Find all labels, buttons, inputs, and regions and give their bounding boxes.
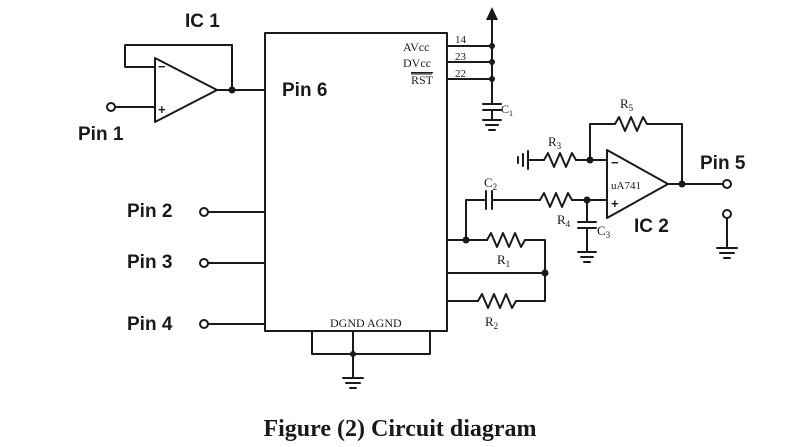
r1-zigzag: [486, 232, 526, 248]
ic2-output-junction: [678, 180, 686, 188]
supply-pin-labels: AVcc DVcc RST 14 23 22: [403, 34, 467, 87]
ground-terminal[interactable]: [722, 209, 732, 219]
c2-label: C2: [484, 175, 497, 192]
ic1-feedback: [124, 44, 233, 91]
main-chip-body: [264, 32, 448, 332]
pin1-terminal[interactable]: [106, 102, 116, 112]
c1-label: C1: [501, 102, 513, 118]
r3-label: R3: [548, 134, 562, 151]
figure-caption: Figure (2) Circuit diagram: [263, 416, 536, 442]
pin4-terminal[interactable]: [199, 319, 209, 329]
dvcc-label: DVcc: [403, 56, 431, 70]
wire-r5-right: [646, 123, 683, 185]
pin22-number: 22: [455, 68, 466, 80]
junction-r1-r2: [541, 269, 549, 277]
ground-icon-r3: [517, 150, 529, 170]
ground-icon-main: [342, 377, 364, 389]
ground-junction: [350, 351, 356, 357]
ic2-minus-sign: −: [611, 155, 619, 170]
ic1-output-junction: [228, 86, 236, 94]
pin2-label: Pin 2: [127, 201, 172, 222]
r3-zigzag: [543, 152, 577, 168]
ic1-minus-sign: −: [158, 59, 166, 74]
wire-c2-left: [465, 199, 487, 241]
pin1-label: Pin 1: [78, 124, 124, 145]
pin14-number: 14: [455, 34, 467, 46]
r5-zigzag: [614, 116, 648, 132]
ground-icon-c1: [482, 119, 502, 131]
avcc-label: AVcc: [403, 40, 429, 54]
ground-pins-label: DGND AGND: [330, 316, 402, 330]
dgnd-agnd-bus: [311, 330, 431, 355]
ic2-plus-sign: +: [611, 196, 619, 211]
wire-r5-left: [589, 123, 616, 161]
pin3-terminal[interactable]: [199, 258, 209, 268]
ic2-part-label: uA741: [611, 180, 641, 192]
pin5-label: Pin 5: [700, 153, 746, 174]
ic1-label: IC 1: [185, 11, 220, 32]
ic2-label: IC 2: [634, 216, 669, 237]
ic1-opamp: [154, 57, 218, 123]
pin2-terminal[interactable]: [199, 207, 209, 217]
pin3-label: Pin 3: [127, 252, 172, 273]
r1-label: R1: [497, 252, 510, 269]
r2-label: R2: [485, 314, 498, 331]
pin5-terminal[interactable]: [722, 179, 732, 189]
r4-label: R4: [557, 212, 571, 229]
pin4-label: Pin 4: [127, 314, 173, 335]
c3-label: C3: [597, 223, 611, 240]
r4-zigzag: [539, 192, 573, 208]
ic1-plus-sign: +: [158, 102, 166, 117]
pin6-label: Pin 6: [282, 80, 327, 101]
rst-label: RST: [411, 73, 434, 87]
wire-r1-right: [524, 239, 546, 302]
ground-icon-output: [716, 247, 738, 259]
r2-zigzag: [477, 293, 526, 309]
ground-icon-c3: [577, 251, 597, 263]
supply-arrow-icon: [486, 7, 498, 20]
ic2-opamp: [606, 149, 669, 219]
r5-label: R5: [620, 96, 634, 113]
pin23-number: 23: [455, 51, 467, 63]
